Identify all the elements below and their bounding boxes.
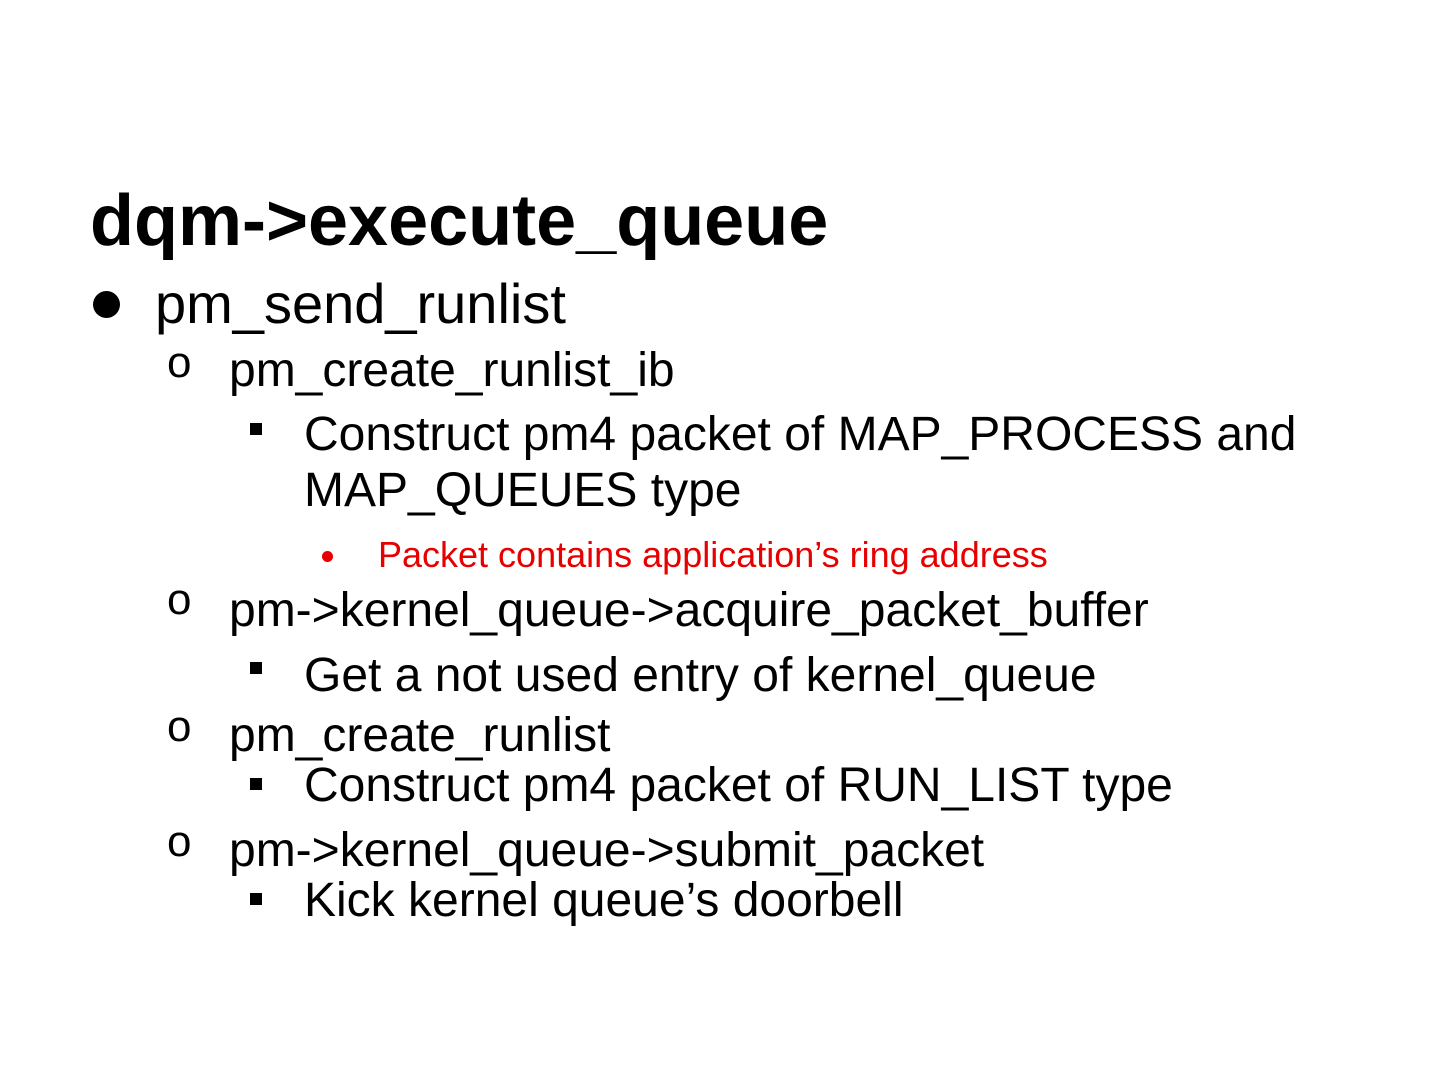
bullet-o-icon: o xyxy=(167,817,192,866)
bullet-disc-icon xyxy=(93,291,120,318)
bullet-square-icon xyxy=(250,662,262,674)
bullet-square-icon xyxy=(250,893,262,905)
list-item-level2: pm->kernel_queue->acquire_packet_buffer xyxy=(229,584,1149,637)
list-item-level3: Construct pm4 packet of RUN_LIST type xyxy=(304,759,1173,812)
list-item-level3: Kick kernel queue’s doorbell xyxy=(304,874,904,927)
slide-title: dqm->execute_queue xyxy=(90,181,829,262)
bullet-square-icon xyxy=(250,423,262,435)
list-item-level2: pm->kernel_queue->submit_packet xyxy=(229,824,985,877)
list-item-level1: pm_send_runlist xyxy=(155,272,566,335)
bullet-dot-icon xyxy=(322,551,333,562)
bullet-o-icon: o xyxy=(167,575,192,624)
list-item-level3: Get a not used entry of kernel_queue xyxy=(304,649,1097,702)
bullet-o-icon: o xyxy=(167,338,192,387)
list-item-level3: Construct pm4 packet of MAP_PROCESS and … xyxy=(304,408,1297,517)
list-item-level4-red: Packet contains application’s ring addre… xyxy=(378,534,1048,575)
list-item-level2: pm_create_runlist xyxy=(229,709,611,762)
bullet-o-icon: o xyxy=(167,702,192,751)
bullet-square-icon xyxy=(250,778,262,790)
list-item-level2: pm_create_runlist_ib xyxy=(229,344,675,397)
